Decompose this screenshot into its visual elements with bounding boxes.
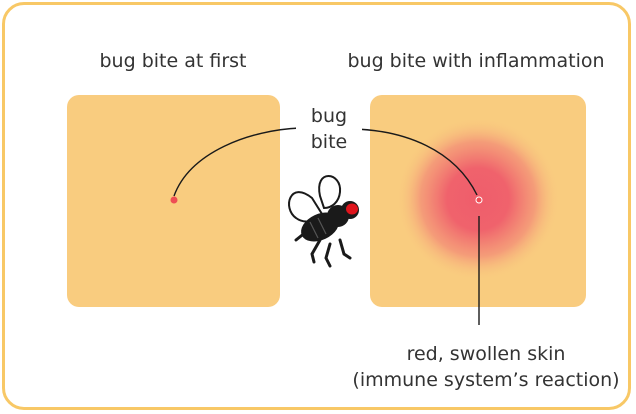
bite-dot-after <box>476 197 482 203</box>
caption-before: bug bite at first <box>66 52 280 71</box>
reaction-note-line2: (immune system’s reaction) <box>338 367 634 393</box>
bite-label-line1: bug <box>296 103 362 129</box>
bite-dot-before <box>171 197 178 204</box>
bite-label: bug bite <box>296 103 362 155</box>
bite-label-line2: bite <box>296 129 362 155</box>
reaction-note: red, swollen skin (immune system’s react… <box>338 341 634 393</box>
caption-after: bug bite with inflammation <box>332 52 620 71</box>
reaction-note-line1: red, swollen skin <box>338 341 634 367</box>
bug-icon <box>289 176 359 266</box>
